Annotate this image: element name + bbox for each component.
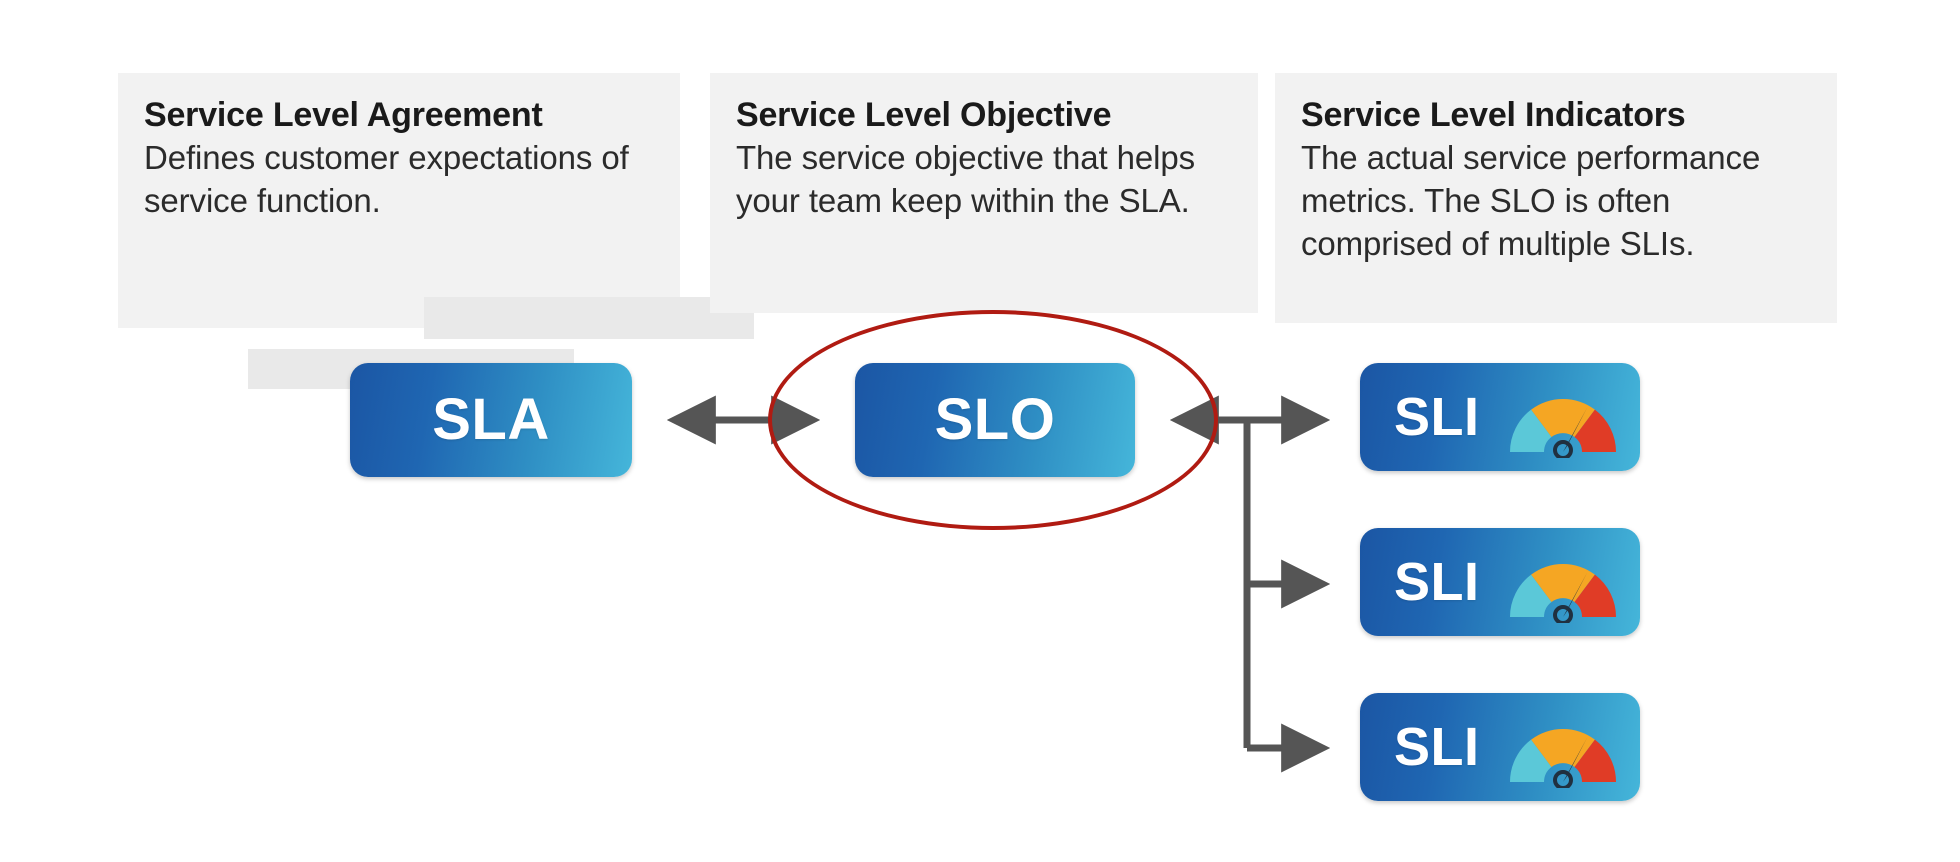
gauge-icon — [1510, 563, 1616, 624]
gauge-icon — [1510, 728, 1616, 789]
node-sla[interactable]: SLA — [350, 363, 632, 477]
card-body-slo: The service objective that helps your te… — [736, 139, 1196, 219]
card-title-sli: Service Level Indicators — [1301, 96, 1686, 134]
card-service-level-objective: Service Level Objective The service obje… — [710, 73, 1258, 313]
node-sli-3[interactable]: SLI — [1360, 693, 1640, 801]
card-body-sla: Defines customer expectations of service… — [144, 139, 629, 219]
node-sli-3-label: SLI — [1394, 717, 1480, 777]
node-sli-1-label: SLI — [1394, 387, 1480, 447]
card-service-level-agreement: Service Level Agreement Defines customer… — [118, 73, 754, 389]
gauge-icon — [1510, 398, 1616, 459]
node-sli-2-label: SLI — [1394, 552, 1480, 612]
card-title-sla: Service Level Agreement — [144, 96, 543, 134]
redaction-block-1 — [424, 297, 754, 339]
node-sli-2[interactable]: SLI — [1360, 528, 1640, 636]
card-service-level-indicators: Service Level Indicators The actual serv… — [1275, 73, 1837, 323]
node-sla-label: SLA — [432, 387, 550, 452]
node-slo[interactable]: SLO — [855, 363, 1135, 477]
card-body-sli: The actual service performance metrics. … — [1301, 139, 1761, 262]
card-title-slo: Service Level Objective — [736, 96, 1112, 134]
node-slo-label: SLO — [934, 387, 1056, 452]
node-sli-1[interactable]: SLI — [1360, 363, 1640, 471]
